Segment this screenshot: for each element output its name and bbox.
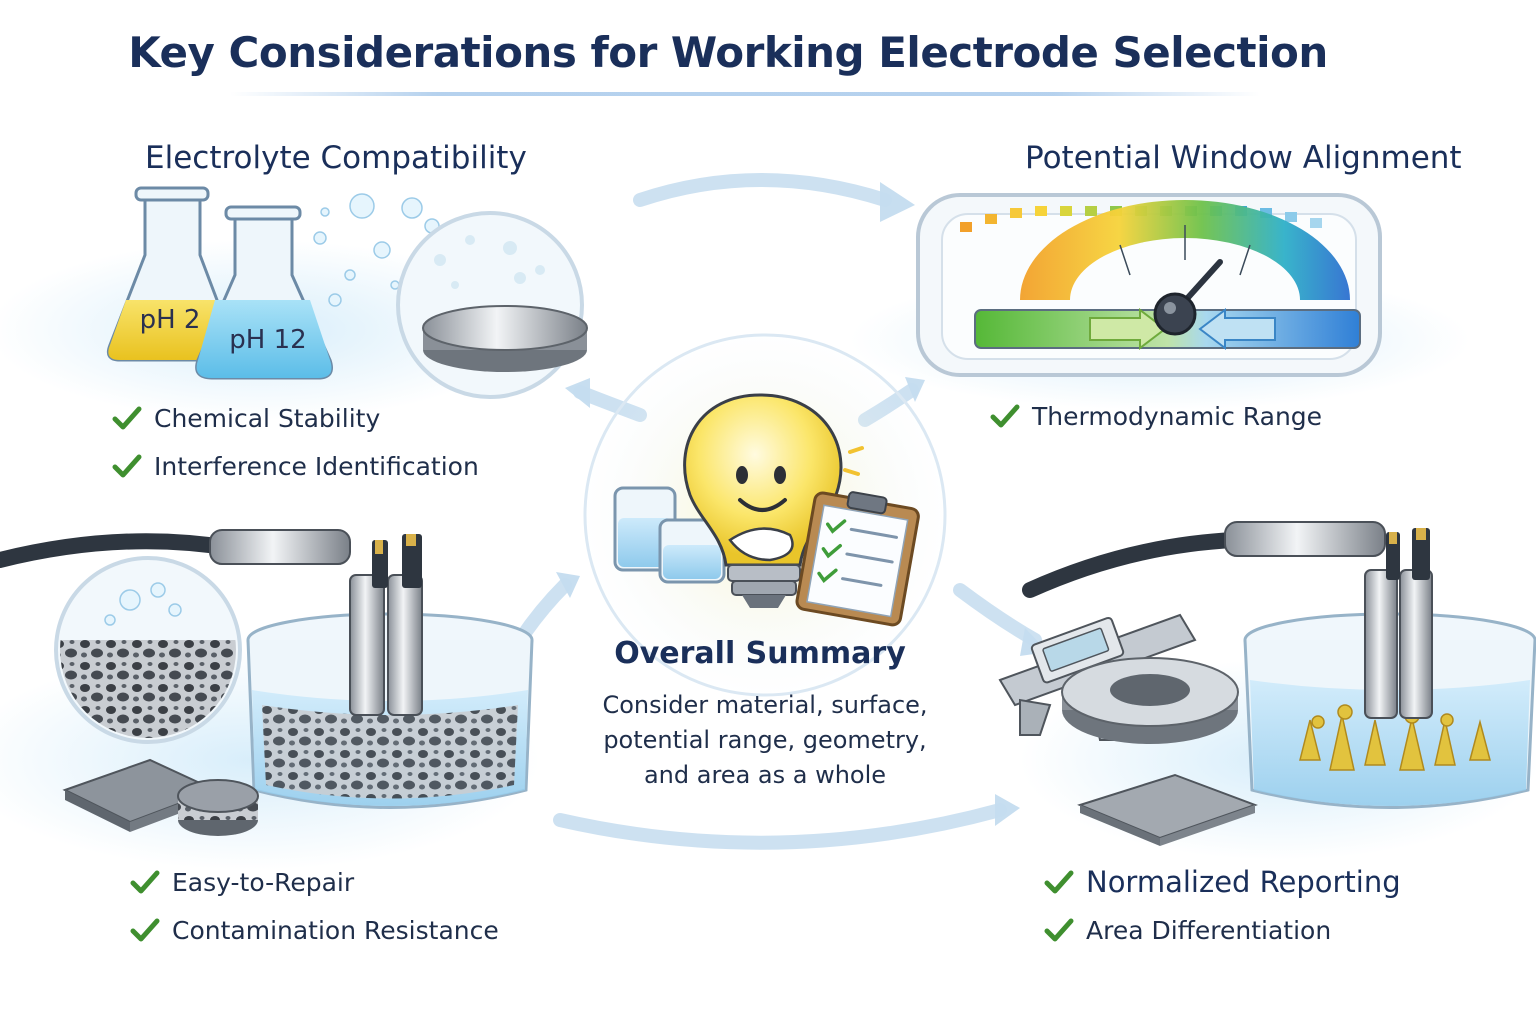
check-icon	[112, 454, 142, 478]
check-label: Chemical Stability	[154, 403, 381, 433]
list-item: Interference Identification	[112, 442, 479, 490]
electrode-icon	[1364, 528, 1433, 719]
bulb-icon	[683, 393, 864, 608]
list-item: Normalized Reporting	[1044, 858, 1401, 906]
geometry-checklist: Normalized Reporting Area Differentiatio…	[1044, 858, 1401, 954]
check-label: Thermodynamic Range	[1032, 401, 1323, 431]
arrow-icon	[556, 572, 580, 598]
flask-right-label: pH 12	[229, 325, 306, 355]
summary-illustration	[583, 333, 947, 697]
check-label: Area Differentiation	[1086, 915, 1332, 945]
arrow-icon	[633, 173, 892, 207]
clipboard-icon	[795, 491, 920, 627]
check-label: Normalized Reporting	[1086, 865, 1401, 899]
magnifier-electrode-disc	[396, 211, 588, 399]
section-title-electrolyte: Electrolyte Compatibility	[145, 140, 527, 176]
check-icon	[130, 918, 160, 942]
check-icon	[1044, 870, 1074, 894]
arrow-icon	[995, 794, 1020, 826]
arrow-icon	[565, 378, 590, 408]
arrow-icon	[953, 583, 1042, 647]
check-icon	[112, 406, 142, 430]
check-icon	[990, 404, 1020, 428]
surface-illustration	[0, 529, 534, 836]
electrolyte-illustration: pH 2 pH 12	[106, 186, 588, 399]
list-item: Area Differentiation	[1044, 906, 1401, 954]
arrow-icon	[553, 803, 1007, 850]
flask-left-label: pH 2	[140, 305, 201, 335]
check-icon	[130, 870, 160, 894]
list-item: Chemical Stability	[112, 394, 479, 442]
surface-checklist: Easy-to-Repair Contamination Resistance	[130, 858, 499, 954]
gauge-icon	[916, 193, 1382, 377]
section-title-potential: Potential Window Alignment	[1025, 140, 1462, 176]
geometry-illustration	[998, 521, 1536, 846]
arrow-icon	[880, 182, 915, 222]
title-underline	[230, 92, 1260, 96]
arrow-icon	[905, 377, 925, 402]
check-label: Interference Identification	[154, 451, 479, 481]
flask-icon: pH 12	[195, 205, 333, 380]
check-label: Easy-to-Repair	[172, 867, 355, 897]
check-icon	[1044, 918, 1074, 942]
list-item: Thermodynamic Range	[990, 392, 1322, 440]
list-item: Contamination Resistance	[130, 906, 499, 954]
electrolyte-checklist: Chemical Stability Interference Identifi…	[112, 394, 479, 490]
list-item: Easy-to-Repair	[130, 858, 499, 906]
summary-body: Consider material, surface, potential ra…	[602, 691, 928, 789]
electrode-icon	[349, 534, 423, 716]
page-title: Key Considerations for Working Electrode…	[128, 28, 1328, 77]
summary-title: Overall Summary	[614, 636, 906, 671]
check-label: Contamination Resistance	[172, 915, 499, 945]
potential-checklist: Thermodynamic Range	[990, 392, 1322, 440]
